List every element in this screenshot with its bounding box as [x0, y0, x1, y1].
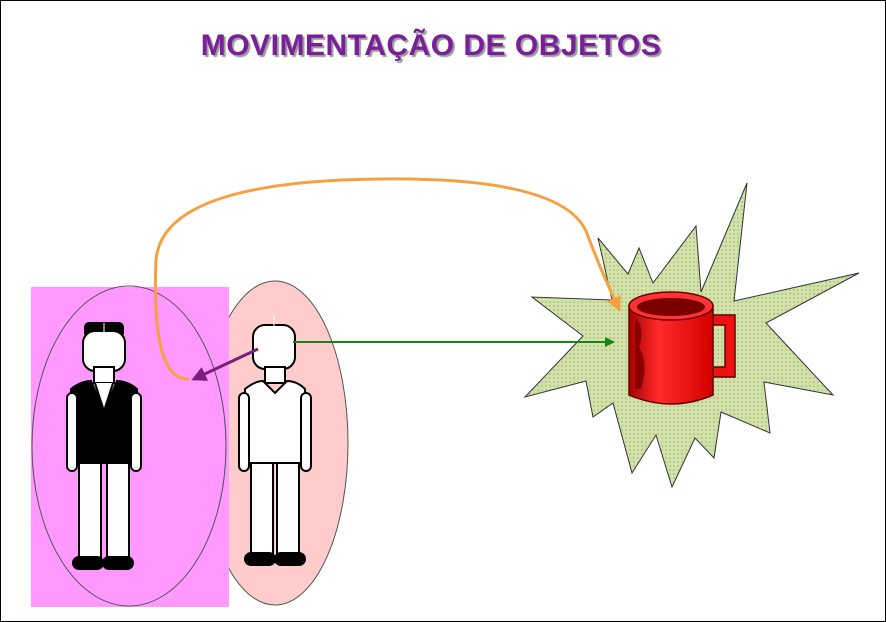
person-dark-vest-icon [66, 322, 142, 570]
left-group-ellipse [31, 285, 227, 607]
person-white-icon [238, 315, 312, 566]
slide-title: MOVIMENTAÇÃO DE OBJETOS [200, 29, 662, 62]
arrow-purple [191, 347, 259, 381]
arrow-orange-curve [153, 177, 621, 381]
mug-icon [628, 291, 736, 405]
